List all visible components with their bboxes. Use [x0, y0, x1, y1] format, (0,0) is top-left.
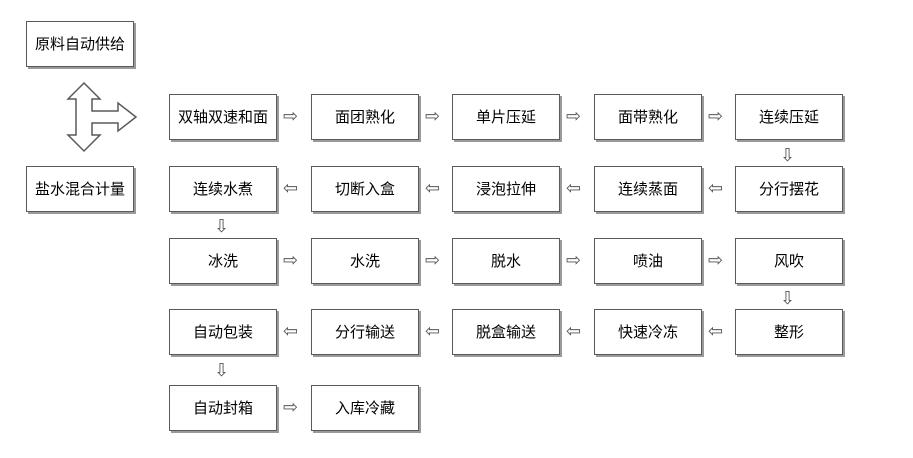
- step-box-soak-stretch: 浸泡拉伸: [452, 166, 560, 212]
- right-arrow-icon: ⇨: [283, 106, 299, 127]
- step-label: 单片压延: [475, 108, 536, 126]
- left-arrow-icon: ⇦: [425, 178, 441, 199]
- right-arrow-icon: ⇨: [708, 250, 724, 271]
- step-label: 水洗: [349, 252, 380, 270]
- step-label: 浸泡拉伸: [475, 180, 536, 198]
- step-label: 入库冷藏: [334, 399, 395, 417]
- right-arrow-icon: ⇨: [425, 250, 441, 271]
- source-box-raw-material: 原料自动供给: [26, 21, 134, 67]
- step-box-cold-storage: 入库冷藏: [311, 385, 419, 431]
- step-label: 连续水煮: [192, 180, 253, 198]
- step-box-continuous-boil: 连续水煮: [169, 166, 277, 212]
- step-label: 脱盒输送: [475, 323, 536, 341]
- step-box-continuous-roll: 连续压延: [735, 94, 843, 140]
- left-arrow-icon: ⇦: [283, 178, 299, 199]
- right-arrow-icon: ⇨: [566, 106, 582, 127]
- step-box-row-convey: 分行输送: [311, 309, 419, 355]
- step-box-dough-aging: 面团熟化: [311, 94, 419, 140]
- left-arrow-icon: ⇦: [566, 178, 582, 199]
- step-label: 快速冷冻: [617, 323, 678, 341]
- step-label: 连续蒸面: [617, 180, 678, 198]
- step-label: 自动包装: [192, 323, 253, 341]
- step-label: 面团熟化: [334, 108, 395, 126]
- left-arrow-icon: ⇦: [708, 321, 724, 342]
- step-label: 自动封箱: [192, 399, 253, 417]
- step-box-shaping: 整形: [735, 309, 843, 355]
- right-arrow-icon: ⇨: [283, 397, 299, 418]
- step-box-single-roll: 单片压延: [452, 94, 560, 140]
- step-box-auto-seal: 自动封箱: [169, 385, 277, 431]
- right-arrow-icon: ⇨: [566, 250, 582, 271]
- step-label: 风吹: [773, 252, 804, 270]
- down-arrow-icon: ⇩: [214, 360, 230, 381]
- left-arrow-icon: ⇦: [425, 321, 441, 342]
- step-label: 喷油: [632, 252, 663, 270]
- left-arrow-icon: ⇦: [566, 321, 582, 342]
- step-label: 连续压延: [758, 108, 819, 126]
- right-arrow-icon: ⇨: [283, 250, 299, 271]
- step-box-auto-pack: 自动包装: [169, 309, 277, 355]
- step-label: 分行输送: [334, 323, 395, 341]
- source-label-brine: 盐水混合计量: [34, 180, 125, 198]
- step-box-dewater: 脱水: [452, 238, 560, 284]
- step-box-water-wash: 水洗: [311, 238, 419, 284]
- step-label: 双轴双速和面: [177, 108, 268, 126]
- source-label-raw-material: 原料自动供给: [34, 35, 125, 53]
- step-box-continuous-steam: 连续蒸面: [594, 166, 702, 212]
- step-box-unbox-convey: 脱盒输送: [452, 309, 560, 355]
- right-arrow-icon: ⇨: [708, 106, 724, 127]
- step-box-air-blow: 风吹: [735, 238, 843, 284]
- left-arrow-icon: ⇦: [708, 178, 724, 199]
- step-label: 面带熟化: [617, 108, 678, 126]
- step-box-quick-freeze: 快速冷冻: [594, 309, 702, 355]
- step-box-cut-box: 切断入盒: [311, 166, 419, 212]
- left-arrow-icon: ⇦: [283, 321, 299, 342]
- step-box-mixing: 双轴双速和面: [169, 94, 277, 140]
- right-arrow-icon: ⇨: [425, 106, 441, 127]
- down-arrow-icon: ⇩: [780, 145, 796, 166]
- step-label: 切断入盒: [334, 180, 395, 198]
- source-box-brine: 盐水混合计量: [26, 166, 134, 212]
- step-box-oil-spray: 喷油: [594, 238, 702, 284]
- step-label: 分行摆花: [758, 180, 819, 198]
- step-label: 整形: [773, 323, 804, 341]
- down-arrow-icon: ⇩: [214, 216, 230, 237]
- step-label: 冰洗: [207, 252, 238, 270]
- step-label: 脱水: [490, 252, 521, 270]
- three-way-arrow-icon: [66, 81, 138, 153]
- step-box-sheet-aging: 面带熟化: [594, 94, 702, 140]
- step-box-ice-wash: 冰洗: [169, 238, 277, 284]
- step-box-row-arrange: 分行摆花: [735, 166, 843, 212]
- down-arrow-icon: ⇩: [780, 288, 796, 309]
